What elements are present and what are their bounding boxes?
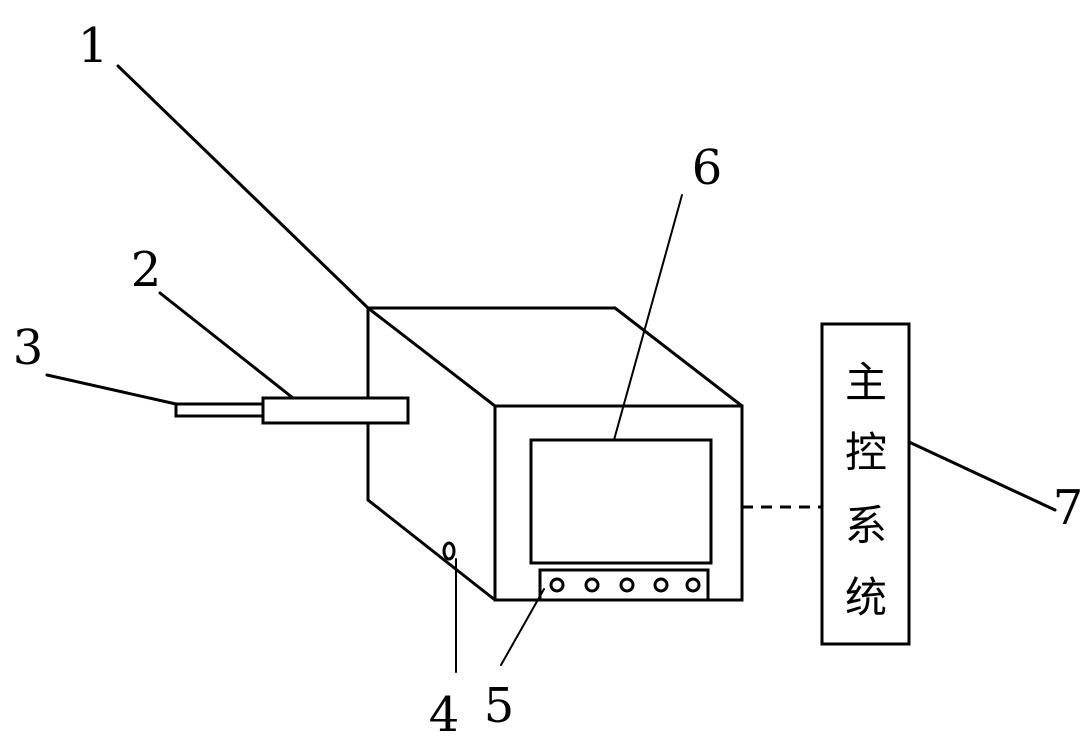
reference-numeral-7: 7 [1053,480,1084,536]
leader-line-5 [500,588,545,666]
panel-button [584,577,600,593]
reference-numeral-1: 1 [78,18,109,74]
main-control-char: 控 [845,428,887,477]
reference-numeral-2: 2 [131,242,162,298]
leader-line-2 [158,291,295,400]
main-control-char: 主 [845,358,887,407]
reference-numeral-5: 5 [484,678,515,734]
reference-numeral-4: 4 [429,687,460,743]
leader-line-6 [613,194,683,441]
button-panel-frame [538,568,710,602]
reference-numeral-3: 3 [13,320,44,376]
main-control-box [820,322,911,646]
leader-line-3 [45,373,178,406]
panel-button [549,577,565,593]
probe-tip [174,402,265,418]
panel-button [619,577,635,593]
display-screen [529,438,713,565]
main-control-char: 统 [845,573,887,622]
probe-handle [261,396,410,425]
main-control-char: 系 [845,501,887,550]
leader-line-7 [907,440,1057,512]
panel-button [653,577,669,593]
housing-bottom-left-edge [366,498,497,602]
main-control-system: 主 控 系 统 [820,322,911,646]
leader-line-1 [116,64,370,310]
reference-numeral-6: 6 [692,140,723,196]
button-panel [538,568,710,602]
side-port [442,541,456,561]
housing-top-left-edge [366,306,497,408]
housing-top-right-edge [613,306,744,408]
panel-button [685,577,701,593]
